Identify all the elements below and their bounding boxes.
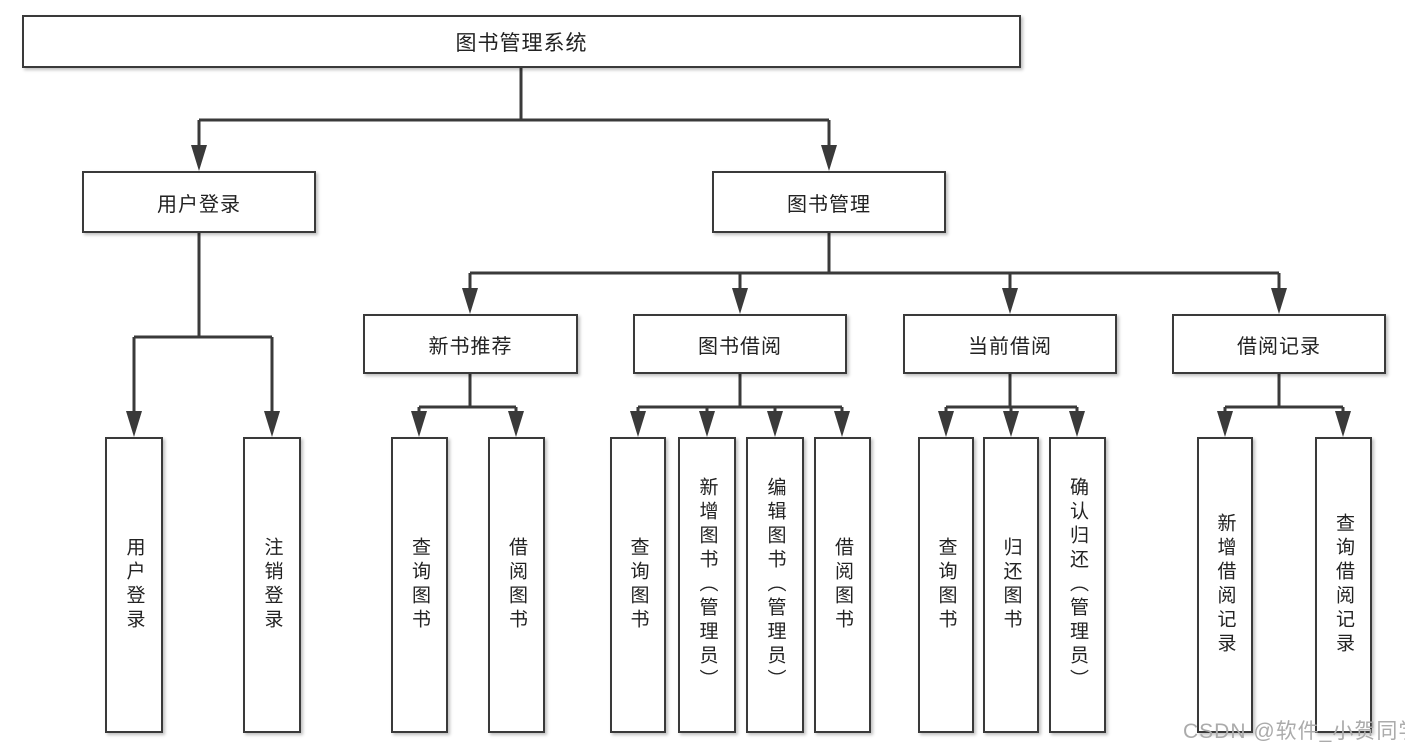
node-label: 图书管理系统 [455,31,588,55]
leaf-query-books-borrowing: 查询图书 [610,437,666,733]
node-new-book-recommend: 新书推荐 [363,314,578,374]
node-user-login: 用户登录 [82,171,316,233]
leaf-label: 查询图书 [935,537,957,633]
leaf-label: 用户登录 [123,537,145,633]
node-label: 用户登录 [157,193,241,216]
node-label: 图书管理 [787,193,871,216]
node-label: 借阅记录 [1237,335,1321,358]
connector-path [132,68,1345,414]
leaf-query-books-current: 查询图书 [918,437,974,733]
watermark: CSDN @软件_小贺同学 [1183,720,1405,743]
leaf-label: 编辑图书（管理员） [764,477,786,693]
leaf-query-borrow-record: 查询借阅记录 [1315,437,1372,733]
leaf-label: 新增借阅记录 [1214,513,1236,657]
node-label: 当前借阅 [968,335,1052,358]
leaf-label: 新增图书（管理员） [696,477,718,693]
node-library-management-system: 图书管理系统 [22,15,1021,68]
leaf-label: 注销登录 [261,537,283,633]
leaf-label: 借阅图书 [832,537,853,633]
leaf-borrow-books-recommend: 借阅图书 [488,437,545,733]
leaf-label: 查询借阅记录 [1333,513,1354,657]
leaf-label: 查询图书 [627,537,649,633]
leaf-return-books: 归还图书 [983,437,1039,733]
node-book-management: 图书管理 [712,171,946,233]
node-borrowing-records: 借阅记录 [1172,314,1386,374]
leaf-edit-book-admin: 编辑图书（管理员） [746,437,804,733]
arrowheads [126,145,1351,437]
leaf-add-book-admin: 新增图书（管理员） [678,437,736,733]
leaf-borrow-books-borrowing: 借阅图书 [814,437,871,733]
node-label: 图书借阅 [698,335,782,358]
node-current-borrowing: 当前借阅 [903,314,1117,374]
node-book-borrowing: 图书借阅 [633,314,847,374]
leaf-label: 归还图书 [1000,537,1022,633]
node-label: 新书推荐 [428,335,513,358]
leaf-confirm-return-admin: 确认归还（管理员） [1049,437,1106,733]
leaf-logout: 注销登录 [243,437,301,733]
leaf-user-login: 用户登录 [105,437,163,733]
leaf-label: 查询图书 [409,537,430,633]
leaf-label: 借阅图书 [506,537,527,633]
leaf-query-books-recommend: 查询图书 [391,437,448,733]
leaf-add-borrow-record: 新增借阅记录 [1197,437,1253,733]
leaf-label: 确认归还（管理员） [1067,477,1088,693]
